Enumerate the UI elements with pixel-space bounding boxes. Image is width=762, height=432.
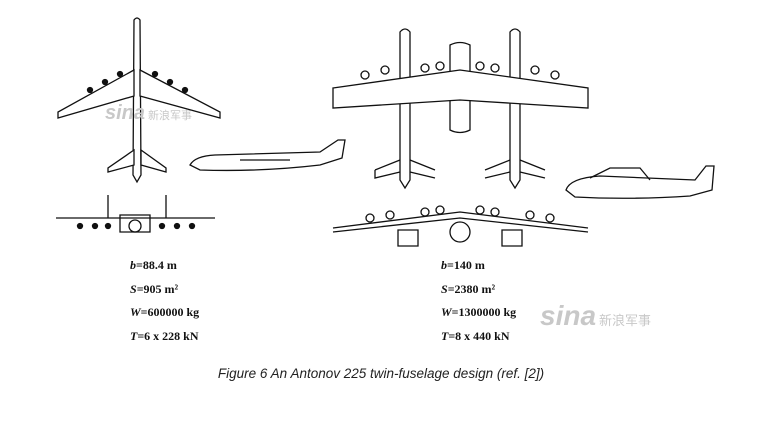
spec-span: b=140 m (441, 258, 485, 272)
twin-fuselage-side-view (565, 165, 715, 199)
left-specs: b=88.4 m S=905 m² W=600000 kg T=6 x 228 … (130, 254, 199, 348)
spec-thrust: T=8 x 440 kN (441, 328, 510, 343)
aircraft-drawings (56, 17, 715, 247)
an225-top-view (57, 17, 221, 184)
twin-fuselage-front-view (332, 205, 589, 247)
spec-thrust: T=6 x 228 kN (130, 328, 199, 343)
spec-span: b=88.4 m (130, 258, 177, 272)
figure-caption: Figure 6 An Antonov 225 twin-fuselage de… (217, 366, 545, 381)
right-specs: b=140 m S=2380 m² W=1300000 kg T=8 x 440… (441, 254, 516, 348)
spec-area: S=2380 m² (441, 281, 496, 296)
spec-weight: W=600000 kg (130, 305, 200, 319)
an225-front-view (56, 195, 215, 233)
spec-weight: W=1300000 kg (441, 305, 517, 319)
spec-area: S=905 m² (130, 281, 179, 296)
an225-side-view (189, 139, 346, 172)
twin-fuselage-top-view (332, 28, 589, 190)
